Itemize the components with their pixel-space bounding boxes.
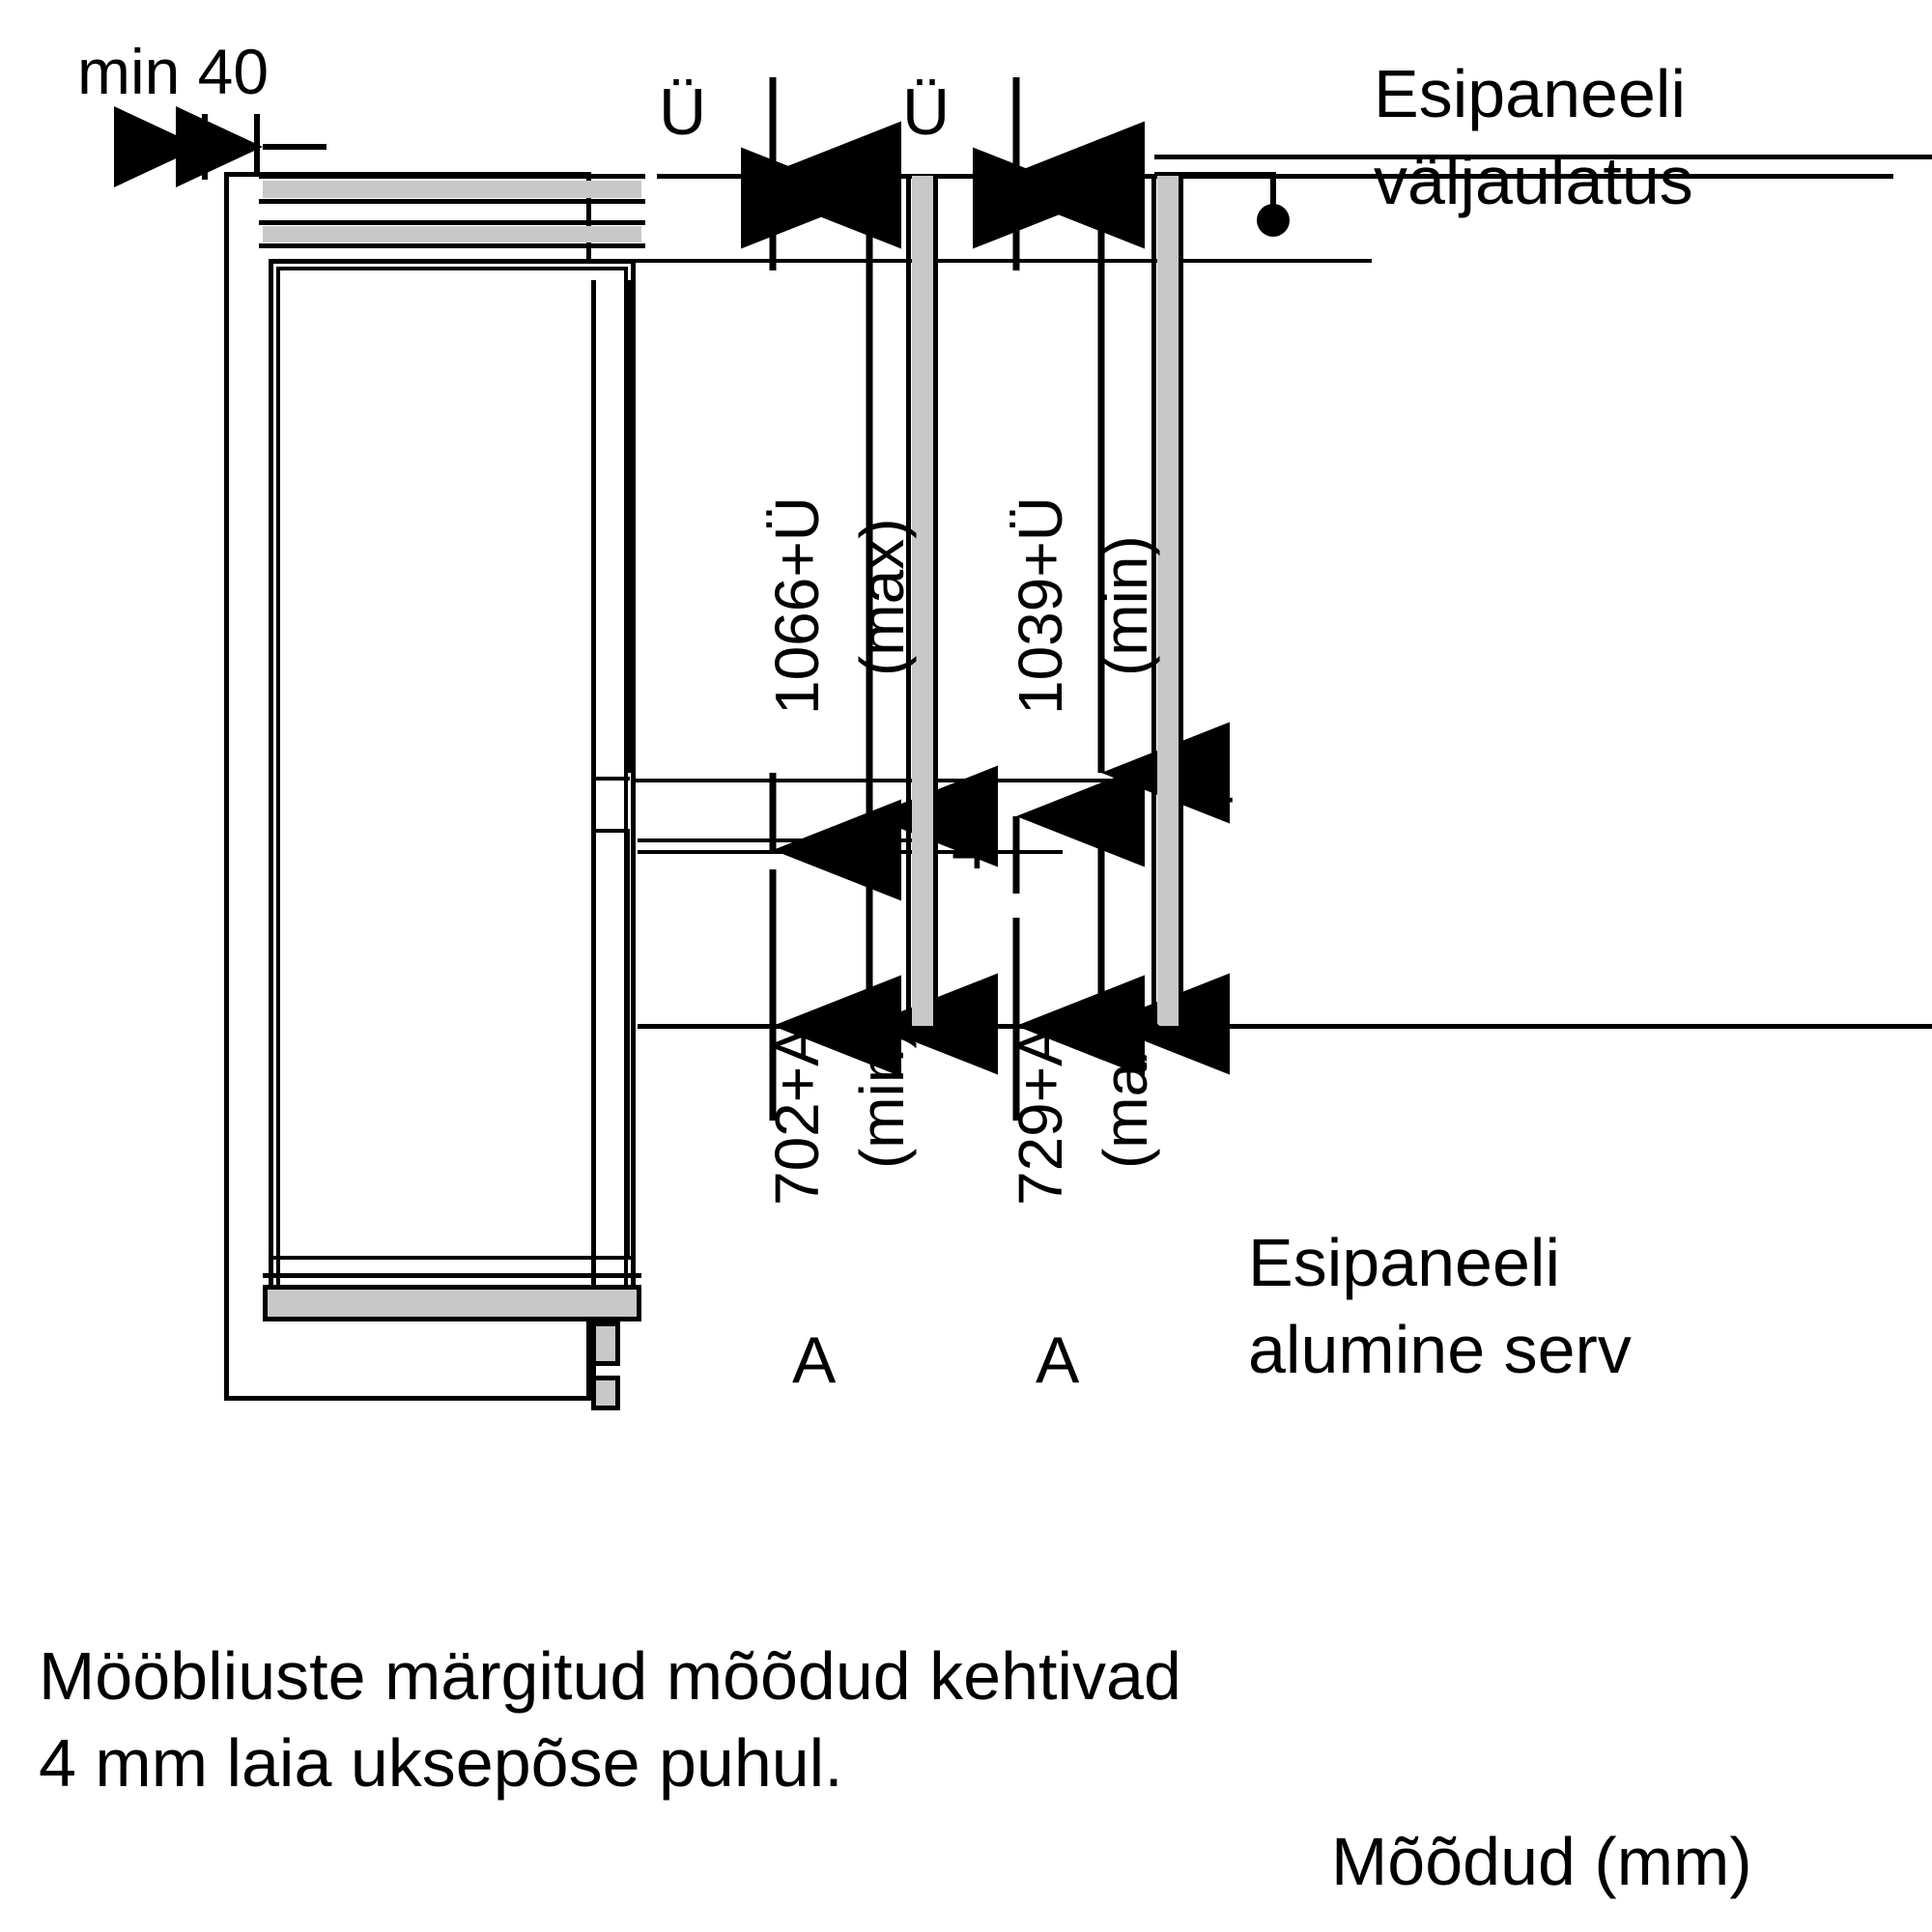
dimension-702-value: 702+A	[762, 1025, 832, 1206]
door-hinge-notch-2	[591, 829, 630, 833]
cabinet-top-rule-3	[259, 220, 645, 225]
furniture-door-panel-right	[1157, 176, 1179, 1026]
footnote-line-2: 4 mm laia uksepõse puhul.	[39, 1725, 843, 1801]
reference-line-mid-right	[952, 779, 1183, 782]
gap-symbol-left: A	[792, 1323, 837, 1397]
cabinet-top-rule-4	[259, 243, 645, 248]
gap-callout-right: 4	[1198, 753, 1235, 827]
door-stile-inner	[591, 280, 596, 1401]
reference-line-mid-left-2	[638, 838, 956, 842]
dimension-729-value: 729+A	[1006, 1025, 1075, 1206]
cabinet-foot-lower	[591, 1376, 620, 1410]
dimension-1066-qualifier: (max)	[847, 518, 917, 676]
dimension-1039-qualifier: (min)	[1091, 535, 1160, 676]
reference-line-overhang	[290, 259, 1372, 263]
furniture-door-panel-right-edge-b	[1179, 176, 1183, 1026]
overhang-symbol-right: Ü	[902, 75, 951, 149]
appliance-inner-liner	[276, 267, 628, 1293]
callout-front-panel-bottom-line2: alumine serv	[1248, 1312, 1632, 1387]
door-hinge-gap-upper	[626, 833, 630, 1258]
cabinet-base-rule-2	[269, 1256, 636, 1260]
cabinet-base-rule	[263, 1273, 641, 1278]
callout-rule-overhang	[1154, 155, 1932, 159]
door-hinge-notch-1	[591, 777, 630, 781]
dimension-1066-value: 1066+Ü	[762, 497, 832, 715]
cabinet-top-gray-band-2	[263, 226, 641, 242]
overhang-symbol-left: Ü	[659, 75, 707, 149]
dimension-1039-value: 1039+Ü	[1006, 497, 1075, 715]
furniture-door-panel-left-edge-b	[933, 176, 938, 1026]
callout-front-panel-bottom-line1: Esipaneeli	[1248, 1225, 1560, 1300]
reference-line-bottom	[638, 1024, 1932, 1029]
gap-symbol-right: A	[1036, 1323, 1080, 1397]
dimension-702-qualifier: (min)	[847, 1028, 917, 1169]
furniture-door-panel-left	[912, 176, 933, 1026]
cabinet-top-gray-band-1	[263, 181, 641, 198]
gap-callout-left: 4	[952, 810, 988, 883]
reference-line-top	[657, 174, 1893, 179]
units-label: Mõõdud (mm)	[1331, 1824, 1752, 1899]
reference-line-mid-left	[618, 779, 1188, 782]
cabinet-top-rule-2	[259, 199, 645, 204]
door-stile-outer	[626, 280, 631, 773]
reference-line-mid-right-2	[638, 850, 1063, 854]
callout-front-panel-overhang-line2: väljaulatus	[1374, 143, 1693, 218]
cabinet-foot-upper	[591, 1321, 620, 1366]
furniture-door-panel-right-edge-a	[1151, 176, 1156, 1026]
furniture-door-panel-left-edge-a	[906, 176, 911, 1026]
min-gap-label: min 40	[77, 36, 270, 107]
cabinet-top-edge	[259, 174, 645, 179]
callout-front-panel-overhang-line1: Esipaneeli	[1374, 56, 1686, 131]
dimension-729-qualifier: (max)	[1091, 1010, 1160, 1169]
footnote-line-1: Mööbliuste märgitud mõõdud kehtivad	[39, 1638, 1181, 1714]
cabinet-base-plinth	[263, 1285, 641, 1321]
